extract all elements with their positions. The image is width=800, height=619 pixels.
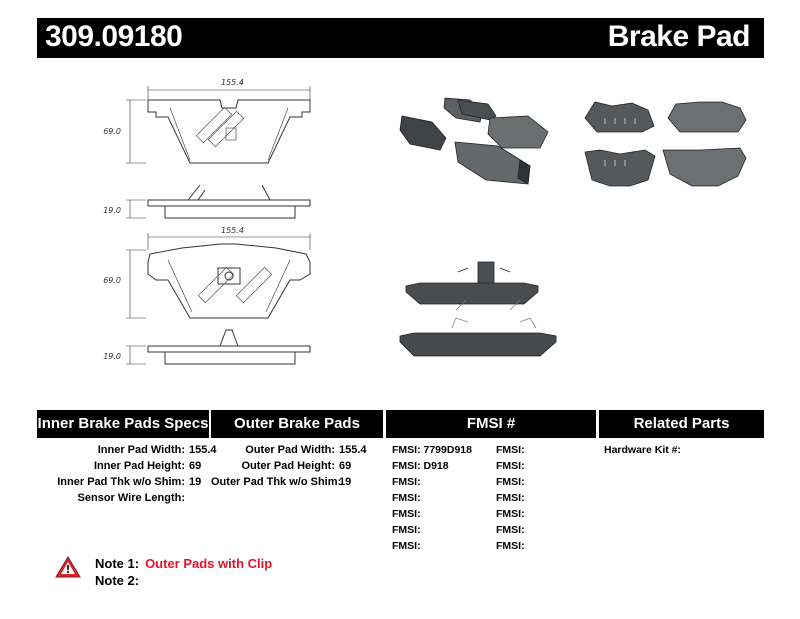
bottom-height-label: 69.0 (103, 276, 121, 285)
fmsi-row: FMSI: (496, 476, 525, 488)
fmsi-row: FMSI: (496, 460, 525, 472)
top-pad-side (126, 184, 311, 219)
related-parts-header: Related Parts (599, 410, 764, 438)
bottom-width-label: 155.4 (221, 226, 244, 235)
part-number: 309.09180 (45, 20, 183, 53)
outer-spec-row: Outer Pad Thk w/o Shim:19 (211, 476, 352, 488)
stoptech-logo-bottom (197, 266, 273, 304)
fmsi-row: FMSI: (496, 444, 525, 456)
outer-spec-row: Outer Pad Height:69 (241, 460, 352, 472)
fmsi-row: FMSI: 7799D918 (392, 444, 472, 456)
fmsi-row: FMSI: (392, 540, 421, 552)
fmsi-row: FMSI: (392, 508, 421, 520)
top-height-label: 69.0 (103, 127, 121, 136)
top-pad-drawing (126, 86, 311, 164)
inner-spec-row: Inner Pad Width:155.4 (97, 444, 217, 456)
outer-specs-header: Outer Brake Pads Specs (211, 410, 383, 460)
note-2: Note 2: (95, 573, 140, 588)
bottom-pad-drawing (126, 233, 311, 319)
product-title: Brake Pad (607, 20, 751, 53)
product-drawings: 155.4 69.0 19.0 155.4 69.0 (103, 78, 747, 365)
fmsi-row: FMSI: D918 (392, 460, 449, 472)
warning-triangle-icon (55, 556, 81, 578)
top-thickness-label: 19.0 (103, 206, 121, 215)
fmsi-row: FMSI: (496, 524, 525, 536)
inner-spec-row: Inner Pad Thk w/o Shim:19 (57, 476, 202, 488)
note-1-text: Outer Pads with Clip (145, 556, 273, 571)
fmsi-row: FMSI: (496, 540, 525, 552)
header-bar: 309.09180 Brake Pad (37, 18, 764, 58)
related-part-row: Hardware Kit #: (604, 444, 682, 456)
fmsi-header: FMSI # (386, 410, 596, 438)
note-1: Note 1:Outer Pads with Clip (95, 556, 273, 571)
fmsi-row: FMSI: (392, 524, 421, 536)
pad-side-photo (399, 261, 557, 357)
pad-face-photo (584, 101, 747, 187)
inner-spec-row: Inner Pad Height:69 (93, 460, 202, 472)
fmsi-row: FMSI: (496, 492, 525, 504)
inner-spec-row: Sensor Wire Length: (77, 492, 185, 504)
outer-spec-row: Outer Pad Width:155.4 (245, 444, 367, 456)
stoptech-logo-top (195, 106, 245, 148)
bottom-pad-side (126, 329, 311, 365)
bottom-thickness-label: 19.0 (103, 352, 121, 361)
fmsi-row: FMSI: (496, 508, 525, 520)
top-width-label: 155.4 (221, 78, 244, 87)
fmsi-row: FMSI: (392, 492, 421, 504)
fmsi-row: FMSI: (392, 476, 421, 488)
pad-set-photo (399, 97, 549, 185)
inner-specs-header: Inner Brake Pads Specs (37, 410, 209, 438)
